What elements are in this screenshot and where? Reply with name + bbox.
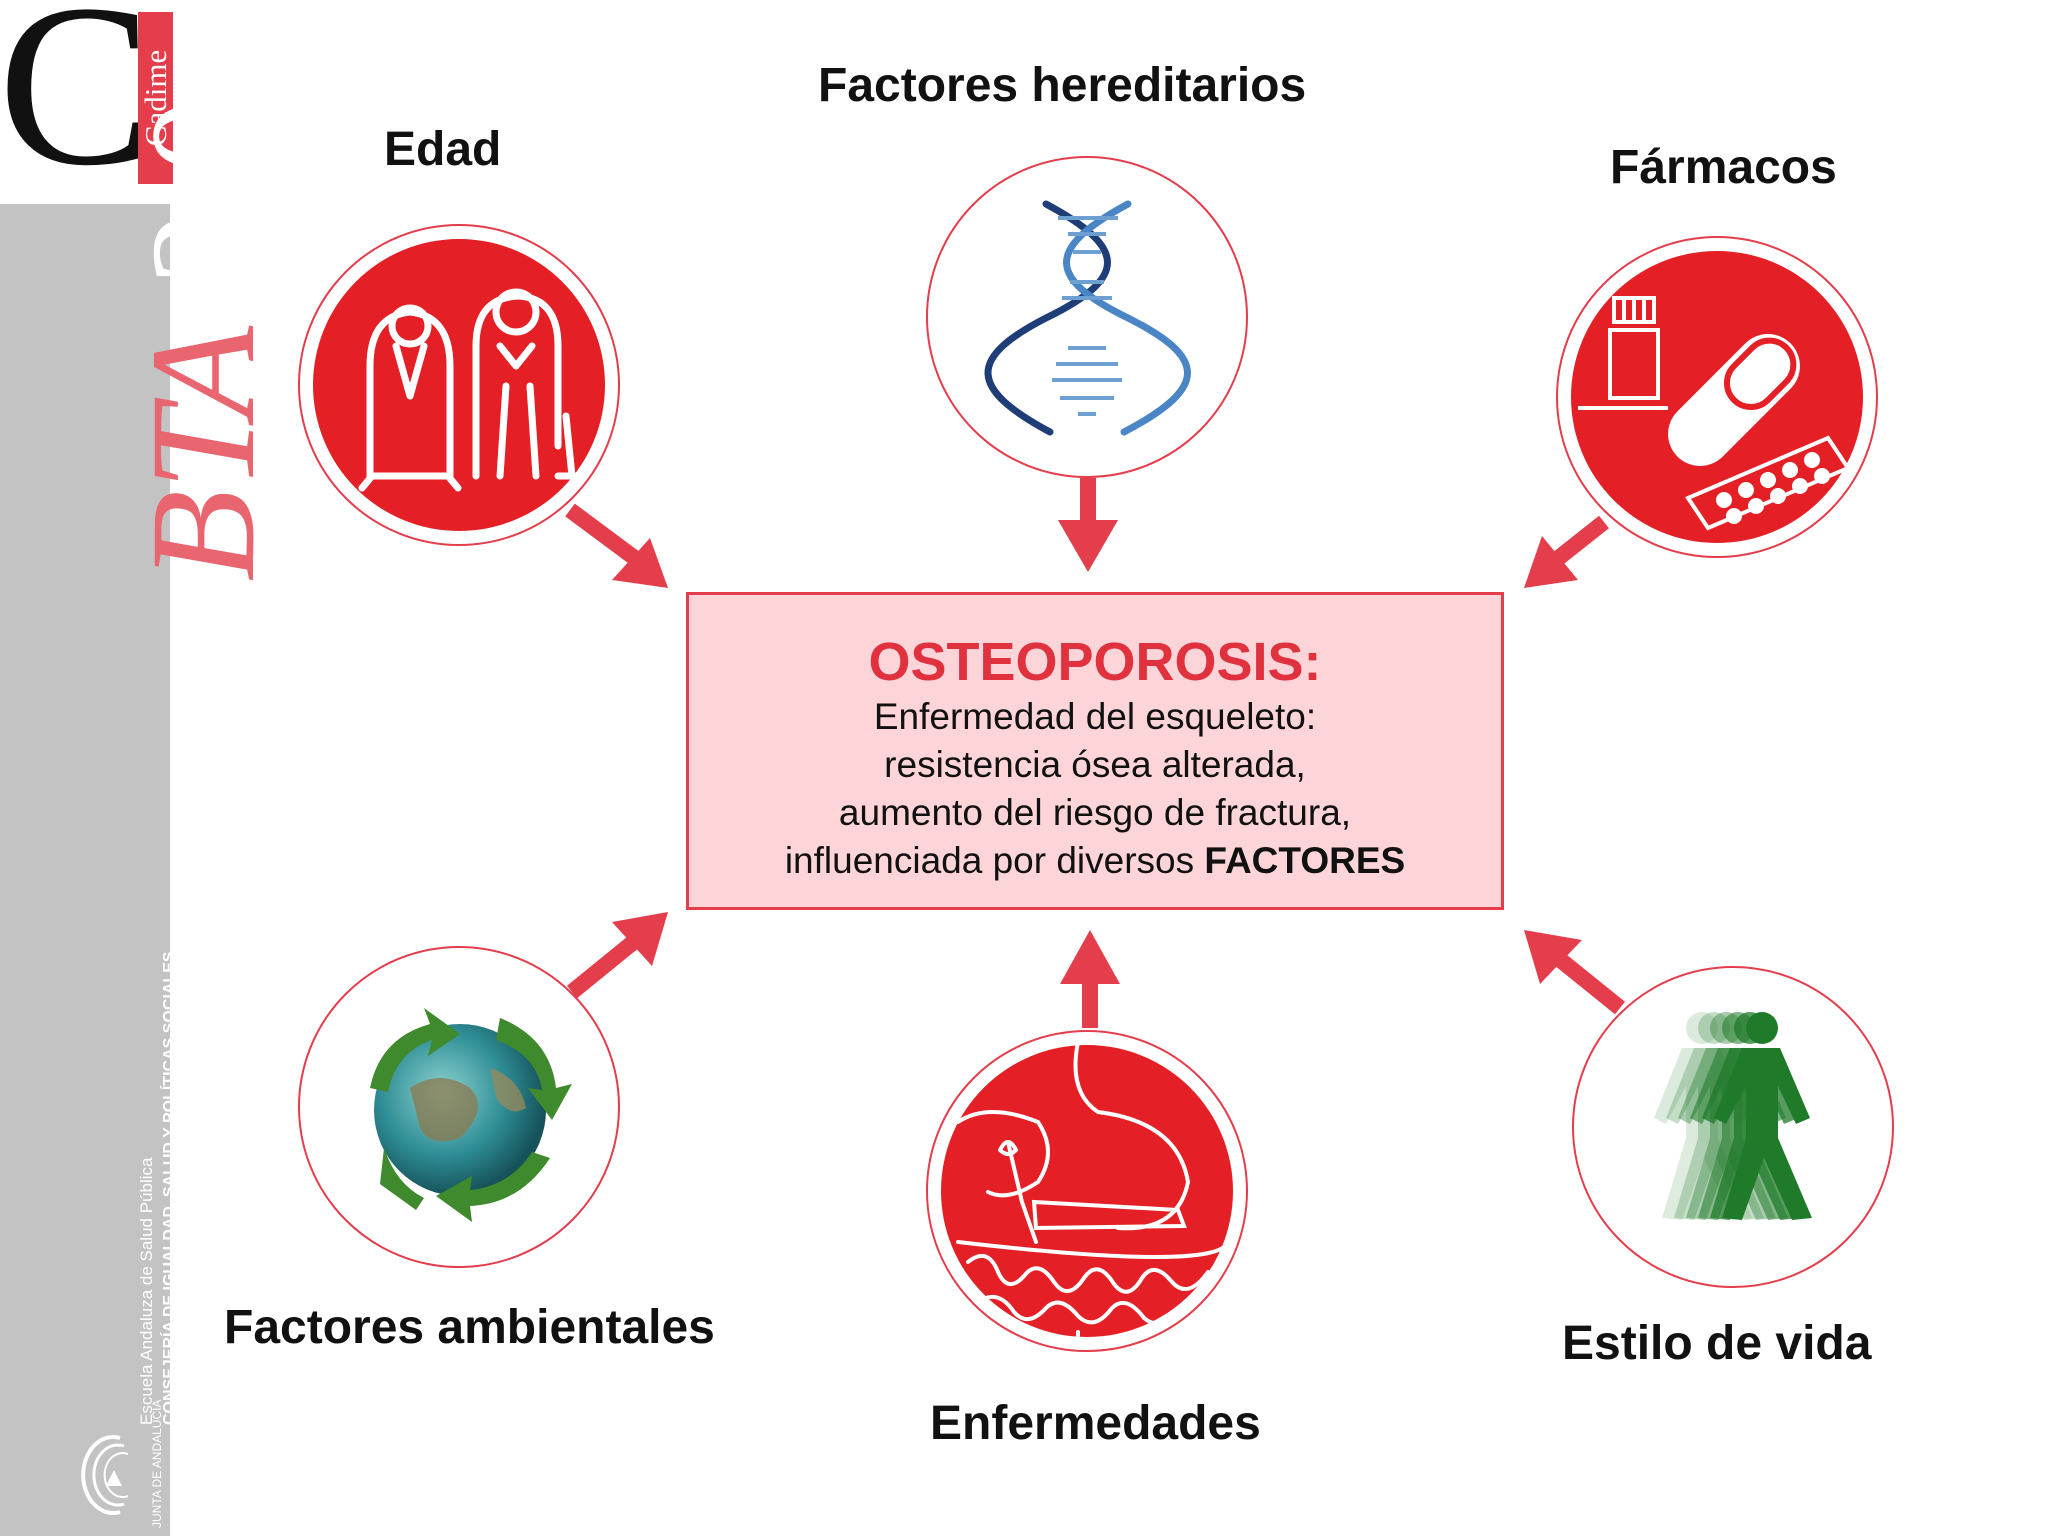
label-enfermedades: Enfermedades — [930, 1397, 1261, 1450]
junta-logo-icon — [81, 1435, 129, 1515]
arrow-edad — [565, 503, 668, 588]
circle-ambientales — [298, 946, 620, 1268]
arrow-enfermedades — [1060, 930, 1120, 1028]
center-line-4: influenciada por diversos FACTORES — [689, 837, 1501, 885]
dna-icon — [984, 200, 1191, 436]
label-estilo: Estilo de vida — [1562, 1317, 1872, 1370]
elderly-couple-icon — [313, 239, 605, 531]
logo-tag: Cadime — [138, 12, 173, 184]
logo-letter: C — [0, 0, 153, 214]
label-hereditarios: Factores hereditarios — [818, 59, 1307, 112]
pills-icon — [1571, 251, 1863, 543]
circle-enfermedades — [926, 1030, 1248, 1352]
center-title: OSTEOPOROSIS: — [868, 632, 1322, 692]
label-edad: Edad — [384, 123, 502, 176]
circle-hereditarios — [926, 156, 1248, 478]
arrow-estilo — [1524, 930, 1626, 1015]
center-line-4-bold: FACTORES — [1204, 840, 1406, 881]
center-line-4-prefix: influenciada por diversos — [784, 840, 1205, 881]
center-line-3: aumento del riesgo de fractura, — [838, 792, 1352, 833]
label-ambientales: Factores ambientales — [224, 1301, 715, 1354]
sidebar: C Cadime BTA2.0 Escuela Andaluza de Salu… — [0, 0, 286, 1536]
arrow-farmacos — [1524, 515, 1609, 588]
center-line-1: Enfermedad del esqueleto: — [873, 696, 1317, 737]
osteoporosis-definition-box: OSTEOPOROSIS: Enfermedad del esqueleto: … — [686, 592, 1504, 910]
circle-farmacos — [1556, 236, 1878, 558]
arrow-hereditarios — [1058, 478, 1118, 572]
center-line-2: resistencia ósea alterada, — [884, 744, 1306, 785]
circle-estilo — [1572, 966, 1894, 1288]
sidebar-bar — [0, 204, 170, 1536]
label-farmacos: Fármacos — [1610, 141, 1837, 194]
digestive-organs-icon — [941, 1040, 1233, 1350]
walking-person-icon — [1654, 1012, 1812, 1220]
arrow-ambientales — [566, 912, 668, 999]
cadime-logo: C Cadime — [0, 0, 173, 214]
green-globe-icon — [370, 1008, 572, 1222]
circle-edad — [298, 224, 620, 546]
